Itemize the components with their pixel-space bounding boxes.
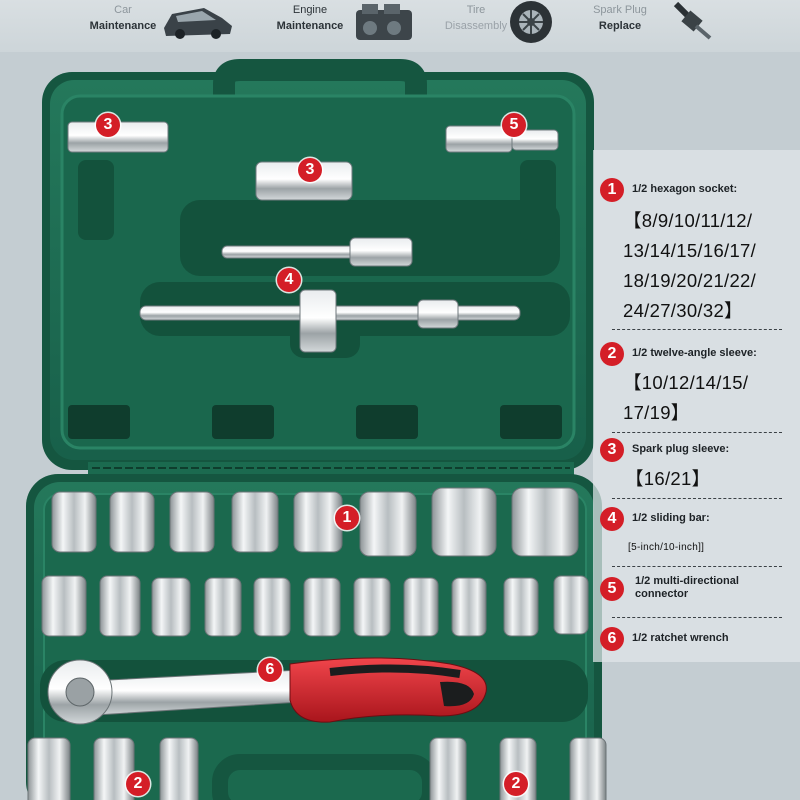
usage-engine: Engine Maintenance: [276, 4, 344, 32]
legend-label: 1/2 hexagon socket:: [632, 183, 738, 195]
legend-label: 1/2 twelve-angle sleeve:: [632, 347, 757, 359]
bottom-socket-row: [27, 737, 607, 800]
sliding-bar-sizes: [5-inch/10-inch]]: [628, 542, 705, 553]
callout-spark-plug-sleeve: 3: [298, 158, 322, 182]
divider: [612, 329, 782, 330]
tire-icon: [510, 1, 552, 43]
legend-label: 1/2 multi-directional connector: [635, 575, 739, 600]
large-socket-row: [51, 487, 579, 557]
callout-twelve-angle-sleeve: 2: [504, 772, 528, 796]
divider: [612, 432, 782, 433]
callout-twelve-angle-sleeve: 2: [126, 772, 150, 796]
callout-ratchet-wrench: 6: [258, 658, 282, 682]
legend-badge: 3: [600, 438, 624, 462]
legend-badge: 6: [600, 627, 624, 651]
hexagon-socket-sizes: 【8/9/10/11/12/13/14/15/16/17/18/19/20/21…: [623, 210, 757, 321]
legend-badge: 2: [600, 342, 624, 366]
callout-sliding-bar: 4: [277, 268, 301, 292]
medium-socket-row: [41, 575, 589, 637]
usage-strip: Car Maintenance Engine Maintenance Tire …: [0, 0, 800, 52]
legend-label: 1/2 sliding bar:: [632, 512, 710, 524]
callout-spark-plug-sleeve: 3: [96, 113, 120, 137]
engine-icon: [356, 4, 412, 40]
divider: [612, 566, 782, 567]
legend-label: Spark plug sleeve:: [632, 443, 730, 455]
usage-car: Car Maintenance: [89, 4, 157, 32]
spark-plug-sleeve-sizes: 【16/21】: [625, 468, 711, 489]
usage-tire: Tire Disassembly: [444, 4, 508, 32]
callout-hexagon-socket: 1: [335, 506, 359, 530]
twelve-angle-sleeve-sizes: 【10/12/14/15/17/19】: [623, 372, 749, 423]
car-icon: [164, 8, 232, 39]
legend-panel: [593, 150, 800, 662]
divider: [612, 617, 782, 618]
callout-multi-directional-connector: 5: [502, 113, 526, 137]
divider: [612, 498, 782, 499]
legend-badge: 4: [600, 507, 624, 531]
legend-badge: 5: [600, 577, 624, 601]
legend-badge: 1: [600, 178, 624, 202]
usage-spark-plug: Spark Plug Replace: [593, 4, 647, 32]
spark-plug-icon: [673, 1, 712, 40]
legend-label: 1/2 ratchet wrench: [632, 632, 729, 644]
ratchet-wrench: [47, 657, 487, 725]
